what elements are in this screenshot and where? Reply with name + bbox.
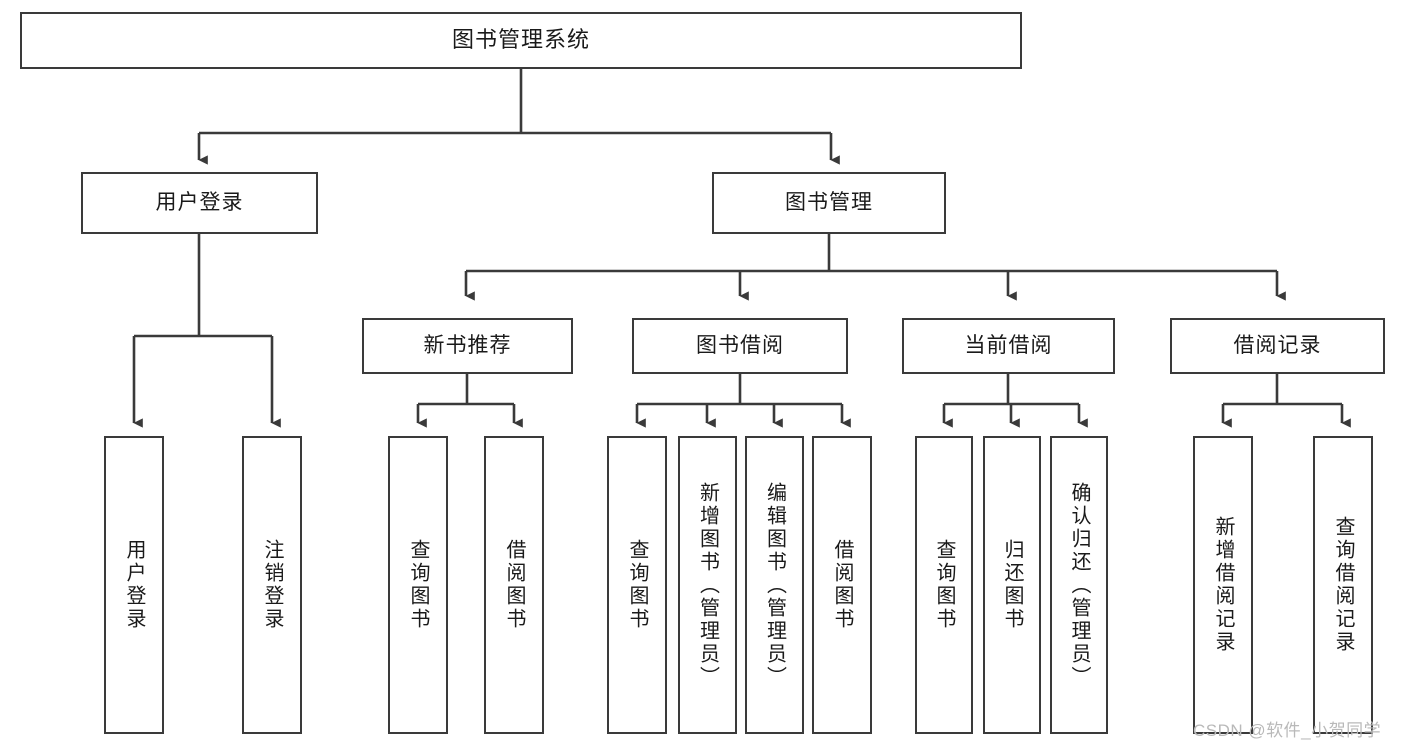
- node-label: 借阅图书: [831, 539, 853, 631]
- leaf-borrow-edit-book-admin[interactable]: 编辑图书（管理员）: [745, 436, 804, 734]
- node-label: 用户登录: [155, 191, 244, 215]
- node-label: 图书借阅: [696, 334, 784, 358]
- node-label: 查询借阅记录: [1332, 516, 1354, 654]
- node-label: 新书推荐: [423, 334, 512, 358]
- node-label: 注销登录: [261, 539, 283, 631]
- node-label: 用户登录: [123, 539, 145, 631]
- leaf-records-add-record[interactable]: 新增借阅记录: [1193, 436, 1253, 734]
- node-label: 查询图书: [933, 539, 955, 631]
- leaf-records-query-record[interactable]: 查询借阅记录: [1313, 436, 1373, 734]
- node-label: 归还图书: [1001, 539, 1023, 631]
- leaf-current-query-book[interactable]: 查询图书: [915, 436, 973, 734]
- node-root-system[interactable]: 图书管理系统: [20, 12, 1022, 69]
- node-label: 查询图书: [407, 539, 429, 631]
- node-label: 当前借阅: [964, 334, 1053, 358]
- node-book-management[interactable]: 图书管理: [712, 172, 946, 234]
- node-label: 新增图书（管理员）: [696, 481, 719, 689]
- node-label: 查询图书: [626, 539, 648, 631]
- node-label: 借阅图书: [503, 539, 525, 631]
- leaf-current-return-book[interactable]: 归还图书: [983, 436, 1041, 734]
- node-borrow-records[interactable]: 借阅记录: [1170, 318, 1385, 374]
- node-label: 图书管理: [785, 191, 873, 215]
- leaf-new-books-query[interactable]: 查询图书: [388, 436, 448, 734]
- leaf-borrow-query-book[interactable]: 查询图书: [607, 436, 667, 734]
- node-current-borrow[interactable]: 当前借阅: [902, 318, 1115, 374]
- leaf-user-login-signout[interactable]: 注销登录: [242, 436, 302, 734]
- node-label: 图书管理系统: [451, 27, 590, 53]
- node-label: 编辑图书（管理员）: [763, 481, 786, 689]
- node-label: 确认归还（管理员）: [1068, 481, 1090, 689]
- leaf-user-login-signin[interactable]: 用户登录: [104, 436, 164, 734]
- leaf-current-confirm-return-admin[interactable]: 确认归还（管理员）: [1050, 436, 1108, 734]
- leaf-new-books-borrow[interactable]: 借阅图书: [484, 436, 544, 734]
- node-label: 借阅记录: [1233, 334, 1322, 358]
- node-user-login[interactable]: 用户登录: [81, 172, 318, 234]
- node-new-book-recommend[interactable]: 新书推荐: [362, 318, 573, 374]
- csdn-watermark: CSDN @软件_小贺同学: [1193, 721, 1382, 740]
- node-book-borrow[interactable]: 图书借阅: [632, 318, 848, 374]
- leaf-borrow-borrow-book[interactable]: 借阅图书: [812, 436, 872, 734]
- leaf-borrow-add-book-admin[interactable]: 新增图书（管理员）: [678, 436, 737, 734]
- node-label: 新增借阅记录: [1212, 516, 1234, 654]
